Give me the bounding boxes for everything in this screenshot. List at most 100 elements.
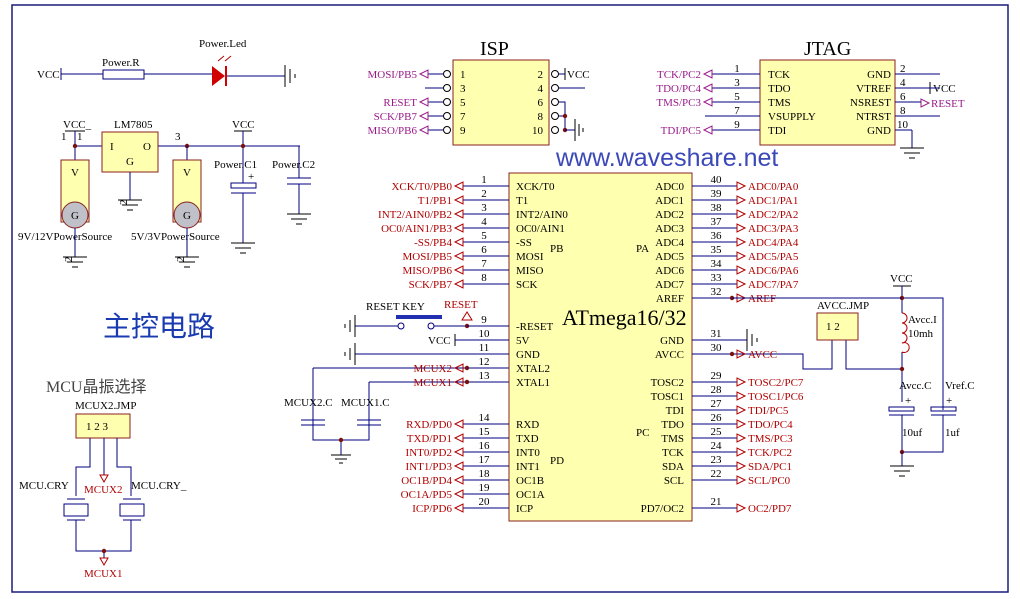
port-arrow-icon bbox=[453, 475, 464, 485]
port-arrow-icon bbox=[702, 83, 713, 93]
pin-name: GND bbox=[867, 69, 891, 81]
port-arrow-icon bbox=[453, 377, 464, 387]
pin-number: 1 bbox=[734, 63, 740, 75]
pin-name: AREF bbox=[656, 293, 684, 305]
port-arrow-icon bbox=[702, 125, 713, 135]
net-label: INT1/PD3 bbox=[406, 461, 453, 473]
pin-number: 24 bbox=[711, 440, 723, 452]
net-label: ADC0/PA0 bbox=[748, 181, 799, 193]
pin-name: GND bbox=[516, 349, 540, 361]
net-label: TXD/PD1 bbox=[407, 433, 452, 445]
pin-name: RXD bbox=[516, 419, 539, 431]
port-arrow-icon bbox=[418, 125, 429, 135]
pin-name: TCK bbox=[768, 69, 790, 81]
pin-number: 3 bbox=[460, 83, 466, 95]
port-arrow-icon bbox=[453, 461, 464, 471]
pin-name: TDO bbox=[768, 83, 791, 95]
net-label: ADC7/PA7 bbox=[748, 279, 799, 291]
cap-c1-label: Power.C1 bbox=[214, 159, 257, 171]
reset-key-label: RESET KEY bbox=[366, 301, 425, 313]
pin-name: INT1 bbox=[516, 461, 540, 473]
net-label: RXD/PD0 bbox=[406, 419, 452, 431]
port-pa: PA bbox=[636, 243, 649, 255]
inductor-avcc bbox=[901, 312, 910, 353]
port-arrow-icon bbox=[453, 503, 464, 513]
pin-name: TDI bbox=[768, 125, 787, 137]
port-arrow-icon bbox=[453, 279, 464, 289]
ground-icon bbox=[574, 119, 584, 141]
net-label: T1/PB1 bbox=[418, 195, 452, 207]
crystal-heading: MCU晶振选择 bbox=[46, 378, 146, 396]
isp-pin-10: 10 bbox=[532, 125, 559, 137]
net-label: TMS/PC3 bbox=[656, 97, 701, 109]
pin-name: SDA bbox=[662, 461, 684, 473]
avcc-jumper bbox=[816, 312, 859, 341]
pin-number: 1 bbox=[61, 131, 67, 143]
isp-pin-4: 4 bbox=[538, 83, 585, 95]
net-label: OC0/AIN1/PB3 bbox=[381, 223, 452, 235]
inductor-value: 10mh bbox=[908, 328, 934, 340]
pin-name: ADC7 bbox=[655, 279, 684, 291]
pin-name: GND bbox=[867, 125, 891, 137]
jumper-mcux2 bbox=[75, 413, 131, 439]
pin-number: 9 bbox=[460, 125, 466, 137]
reset-key-button[interactable] bbox=[396, 315, 442, 319]
cap-c2-label: Power.C2 bbox=[272, 159, 315, 171]
pin-number: 4 bbox=[900, 77, 906, 89]
pin-number: 6 bbox=[481, 244, 487, 256]
port-arrow-icon bbox=[453, 223, 464, 233]
pin-name: TDO bbox=[661, 419, 684, 431]
pin-number: 2 bbox=[63, 257, 75, 263]
pin-name: ICP bbox=[516, 503, 533, 515]
pin-name: VSUPPLY bbox=[768, 111, 816, 123]
net-label: TDO/PC4 bbox=[748, 419, 793, 431]
pin-name: -SS bbox=[516, 237, 532, 249]
pin-number: 10 bbox=[897, 119, 909, 131]
net-label: ADC3/PA3 bbox=[748, 223, 799, 235]
isp-pin-6: 6 bbox=[538, 97, 559, 109]
net-label: TDO/PC4 bbox=[656, 83, 701, 95]
net-reset: RESET bbox=[444, 299, 478, 311]
led-label: Power.Led bbox=[199, 38, 247, 50]
pin-name: 5V bbox=[516, 335, 530, 347]
pin-number: 7 bbox=[734, 105, 740, 117]
pin-name: MOSI bbox=[516, 251, 544, 263]
port-arrow-icon bbox=[453, 489, 464, 499]
pin-number: 13 bbox=[479, 370, 491, 382]
net-label: INT0/PD2 bbox=[406, 447, 452, 459]
inductor-label: Avcc.I bbox=[908, 314, 937, 326]
pin-name: ADC3 bbox=[655, 223, 684, 235]
mcu-pin-5: 5-SS-SS/PB4 bbox=[414, 230, 532, 249]
pin-name: ADC0 bbox=[655, 181, 684, 193]
port-arrow-icon bbox=[736, 251, 747, 261]
pin-number: 22 bbox=[711, 468, 722, 480]
port-arrow-icon bbox=[736, 377, 747, 387]
pin-number: 30 bbox=[711, 342, 723, 354]
pin-number: 3 bbox=[734, 77, 740, 89]
net-label: ADC2/PA2 bbox=[748, 209, 798, 221]
pin-number: 25 bbox=[711, 426, 723, 438]
crystal-2 bbox=[119, 503, 145, 517]
source2-label: 5V/3VPowerSource bbox=[131, 231, 220, 243]
net-label: ADC4/PA4 bbox=[748, 237, 799, 249]
